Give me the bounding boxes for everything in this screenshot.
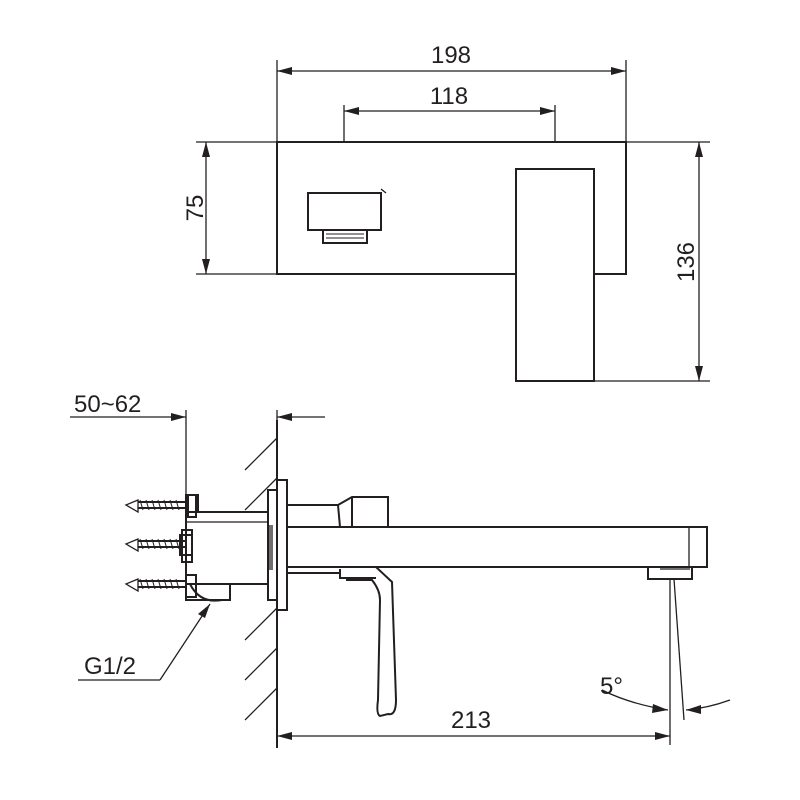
concealed-body [181, 494, 269, 602]
thread-callout: G1/2 [78, 603, 211, 681]
thread-size-label: G1/2 [84, 653, 136, 680]
dimension-75: 75 [182, 142, 210, 274]
dim-75-label: 75 [182, 195, 209, 222]
spout-top [515, 168, 595, 382]
dim-50-62-label: 50~62 [74, 391, 141, 418]
dimension-198: 198 [277, 42, 626, 75]
angle-5-deg: 5° [600, 578, 731, 745]
screw-top [124, 494, 197, 518]
dimension-118: 118 [344, 83, 555, 115]
side-view: 50~62 G1/2 213 5° [70, 391, 731, 748]
angle-label: 5° [600, 673, 623, 700]
dim-136-label: 136 [673, 242, 700, 282]
mounting-screws [124, 494, 197, 598]
dimension-136: 136 [673, 142, 703, 381]
dim-198-label: 198 [431, 42, 471, 69]
dimension-213: 213 [277, 707, 670, 740]
handle-assembly [287, 496, 389, 579]
screw-middle [124, 534, 193, 556]
spout-side [287, 526, 708, 580]
lever-handle [346, 566, 398, 718]
dim-213-label: 213 [451, 707, 491, 734]
screw-bottom [124, 574, 197, 598]
top-view: 198 118 75 136 [182, 42, 710, 382]
dim-118-label: 118 [430, 83, 468, 110]
handle-knob-top [307, 188, 387, 244]
extension-lines-top [196, 60, 710, 382]
mounting-flange [267, 479, 288, 611]
dimension-50-62: 50~62 [70, 391, 325, 512]
cover-plate [276, 141, 627, 275]
